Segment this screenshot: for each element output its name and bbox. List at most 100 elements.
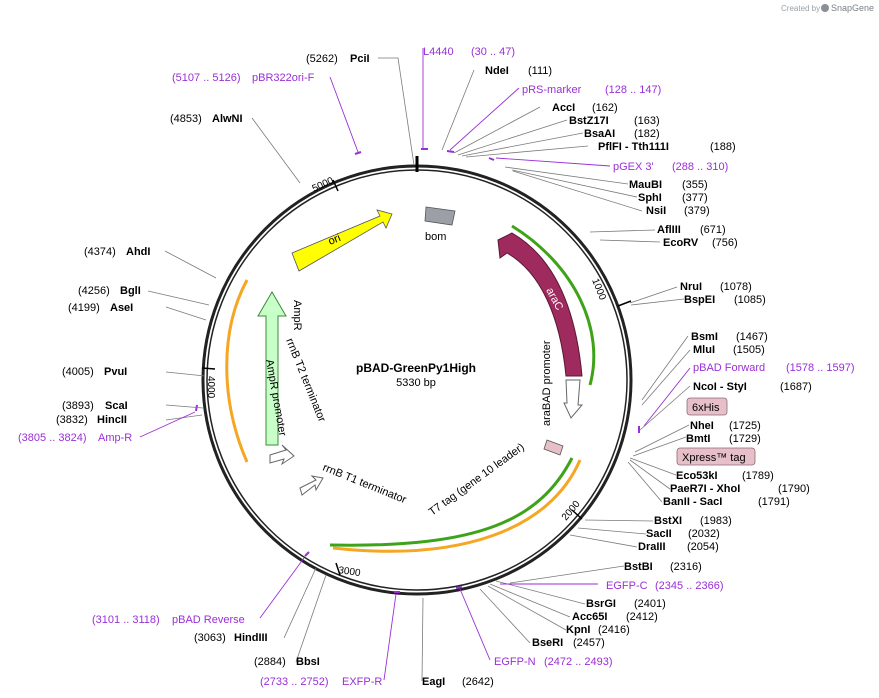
enzyme-pos-AhdI: (4374): [84, 246, 116, 258]
araBAD-promoter-feature: [563, 379, 584, 419]
enzyme-pos-SacII: (2032): [688, 528, 720, 540]
enzyme-pos-BsmI: (1467): [736, 331, 768, 343]
enzyme-name-AlwNI: AlwNI: [212, 113, 243, 125]
enzyme-pos-EcoRV: (756): [712, 237, 738, 249]
enzyme-name-Acc65I: Acc65I: [572, 611, 607, 623]
enzyme-name-PvuI: PvuI: [104, 366, 127, 378]
enzyme-name-KpnI: KpnI: [566, 624, 590, 636]
primer-name-L4440: L4440: [423, 46, 454, 58]
araC-feature: [497, 232, 583, 377]
enzyme-pos-PciI: (5262): [306, 53, 338, 65]
enzyme-pos-Acc65I: (2412): [626, 611, 658, 623]
enzyme-name-BstXI: BstXI: [654, 515, 682, 527]
green-outer-arc: [511, 224, 596, 386]
primer-range-EGFP-C: (2345 .. 2366): [655, 580, 724, 592]
enzyme-pos-DraIII: (2054): [687, 541, 719, 553]
primer-range-pBAD-Forward: (1578 .. 1597): [786, 362, 855, 374]
enzyme-pos-NdeI: (111): [528, 65, 552, 77]
enzyme-pos-PflFI-Tth111I: (188): [710, 141, 736, 153]
tag-box-6xHis: [686, 397, 728, 416]
tick-label-3000: 3000: [338, 565, 362, 579]
enzyme-pos-BstBI: (2316): [670, 561, 702, 573]
features: ori bom araC araBAD promoter T7 tag (gen…: [225, 206, 596, 553]
enzyme-pos-NheI: (1725): [729, 420, 761, 432]
primer-name-EXFP-R: EXFP-R: [342, 676, 382, 688]
tag-label-6xHis: 6xHis: [692, 402, 720, 414]
araBAD-promoter-label: araBAD promoter: [541, 340, 553, 426]
snapgene-logo-icon: [821, 4, 829, 12]
enzyme-pos-ScaI: (3893): [62, 400, 94, 412]
enzyme-name-BmtI: BmtI: [686, 433, 710, 445]
enzyme-pos-NsiI: (379): [684, 205, 710, 217]
enzyme-name-BseRI: BseRI: [532, 637, 563, 649]
enzyme-pos-PaeR7I-XhoI: (1790): [778, 483, 810, 495]
tag-box-6xHis-small: [543, 439, 564, 456]
enzyme-pos-MluI: (1505): [733, 344, 765, 356]
enzyme-name-AflIII: AflIII: [657, 224, 681, 236]
green-outer-arc-2: [329, 457, 574, 547]
enzyme-pos-HincII: (3832): [56, 414, 88, 426]
primer-name-pGEX3: pGEX 3': [613, 161, 654, 173]
enzyme-pos-NcoI-StyI: (1687): [780, 381, 812, 393]
primer-range-pGEX3: (288 .. 310): [672, 161, 728, 173]
enzyme-name-BsrGI: BsrGI: [586, 598, 616, 610]
leader-lines: [147, 57, 691, 682]
plasmid-length: 5330 bp: [396, 377, 436, 389]
enzyme-name-PciI: PciI: [350, 53, 370, 65]
enzyme-name-BbsI: BbsI: [296, 656, 320, 668]
primer-marks: [195, 148, 640, 593]
enzyme-pos-KpnI: (2416): [598, 624, 630, 636]
enzyme-name-BspEI: BspEI: [684, 294, 715, 306]
enzyme-name-NheI: NheI: [690, 420, 714, 432]
primer-name-pRS-marker: pRS-marker: [522, 84, 582, 96]
enzyme-pos-BsaAI: (182): [634, 128, 660, 140]
ori-label: ori: [327, 232, 343, 248]
enzyme-name-AhdI: AhdI: [126, 246, 150, 258]
t7-tag-label: T7 tag (gene 10 leader): [427, 441, 527, 518]
enzyme-pos-HindIII: (3063): [194, 632, 226, 644]
enzyme-name-MauBI: MauBI: [629, 179, 662, 191]
orange-cds-left: [225, 279, 249, 463]
enzyme-labels: (5262) PciI NdeI (111) AccI (162) BstZ17…: [56, 53, 812, 688]
watermark-prefix: Created by: [781, 4, 820, 13]
primer-name-Amp-R: Amp-R: [98, 432, 132, 444]
plasmid-name: pBAD-GreenPy1High: [356, 361, 476, 375]
AmpR-label: AmpR: [291, 300, 303, 331]
enzyme-name-HincII: HincII: [97, 414, 127, 426]
enzyme-name-PflFI-Tth111I: PflFI - Tth111I: [598, 141, 669, 153]
enzyme-name-BsmI: BsmI: [691, 331, 718, 343]
tag-label-Xpress: Xpress™ tag: [682, 452, 746, 464]
enzyme-pos-BstZ17I: (163): [634, 115, 660, 127]
enzyme-name-NsiI: NsiI: [646, 205, 666, 217]
primer-range-pBAD-Reverse: (3101 .. 3118): [92, 614, 160, 626]
primer-range-pRS-marker: (128 .. 147): [605, 84, 661, 96]
enzyme-name-AccI: AccI: [552, 102, 575, 114]
watermark-brand: SnapGene: [831, 3, 874, 13]
enzyme-name-EagI: EagI: [422, 676, 445, 688]
enzyme-pos-AccI: (162): [592, 102, 618, 114]
primer-labels: L4440 (30 .. 47) pRS-marker (128 .. 147)…: [18, 46, 855, 688]
enzyme-name-ScaI: ScaI: [105, 400, 128, 412]
enzyme-name-EcoRV: EcoRV: [663, 237, 699, 249]
primer-name-EGFP-C: EGFP-C: [606, 580, 648, 592]
enzyme-pos-BseRI: (2457): [573, 637, 605, 649]
primer-name-pBAD-Forward: pBAD Forward: [693, 362, 765, 374]
enzyme-name-BsaAI: BsaAI: [584, 128, 615, 140]
bom-feature: [424, 206, 456, 226]
primer-range-EXFP-R: (2733 .. 2752): [260, 676, 329, 688]
enzyme-pos-AflIII: (671): [700, 224, 726, 236]
enzyme-pos-BmtI: (1729): [729, 433, 761, 445]
backbone: [201, 156, 633, 596]
enzyme-name-BanII-SacI: BanII - SacI: [663, 496, 722, 508]
enzyme-name-SphI: SphI: [638, 192, 662, 204]
enzyme-pos-NruI: (1078): [720, 281, 752, 293]
bom-label: bom: [425, 231, 446, 243]
enzyme-pos-Eco53kI: (1789): [742, 470, 774, 482]
enzyme-name-BstZ17I: BstZ17I: [569, 115, 609, 127]
enzyme-pos-BsrGI: (2401): [634, 598, 666, 610]
enzyme-name-DraIII: DraIII: [638, 541, 666, 553]
enzyme-name-NruI: NruI: [680, 281, 702, 293]
enzyme-name-BglI: BglI: [120, 285, 141, 297]
primer-range-Amp-R: (3805 .. 3824): [18, 432, 87, 444]
